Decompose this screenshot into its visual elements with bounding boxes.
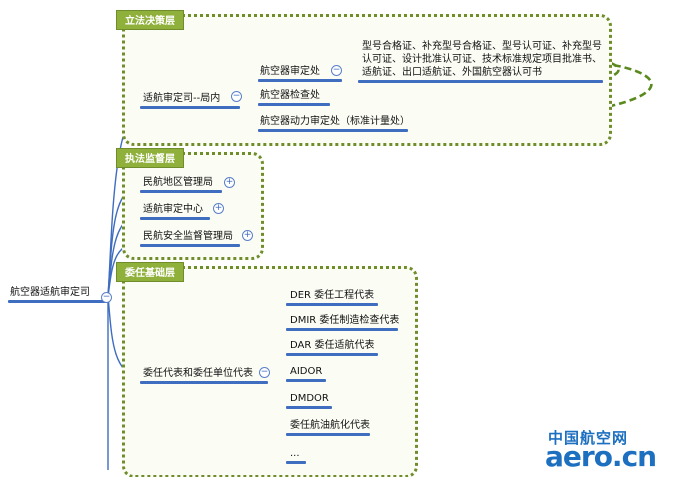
supervision-item-0-underline	[140, 190, 222, 193]
delegation-child-3-underline	[286, 379, 326, 382]
legislative-child-1-underline	[258, 103, 330, 106]
delegation-tag: 委任基础层	[116, 262, 184, 282]
legislative-child-0-underline	[258, 79, 342, 82]
legislative-child-1[interactable]: 航空器检查处	[260, 90, 320, 101]
legislative-child-2[interactable]: 航空器动力审定处（标准计量处）	[260, 116, 410, 127]
delegation-child-1-underline	[286, 328, 398, 331]
legislative-node[interactable]: 适航审定司--局内	[143, 93, 221, 104]
delegation-node-underline	[140, 381, 268, 384]
delegation-child-3[interactable]: AIDOR	[290, 366, 323, 377]
delegation-child-1[interactable]: DMIR 委任制造检查代表	[290, 315, 400, 326]
delegation-child-4-underline	[286, 406, 332, 409]
supervision-frame	[122, 152, 264, 260]
supervision-item-1-underline	[140, 217, 210, 220]
certificate-note: 型号合格证、补充型号合格证、型号认可证、补充型号认可证、设计批准认可证、技术标准…	[362, 41, 602, 78]
watermark-en: aero.cn	[545, 440, 657, 473]
supervision-item-1[interactable]: 适航审定中心	[143, 204, 203, 215]
root-underline	[8, 300, 108, 303]
supervision-item-2-expand-icon[interactable]: +	[242, 230, 253, 241]
watermark-cn: 中国航空网	[548, 429, 629, 447]
supervision-item-0-expand-icon[interactable]: +	[224, 177, 235, 188]
legislative-child-2-underline	[258, 129, 408, 132]
legislative-collapse-icon[interactable]: −	[231, 91, 242, 102]
legislative-node-underline	[140, 106, 240, 109]
delegation-child-6[interactable]: ...	[290, 448, 300, 459]
supervision-item-2-underline	[140, 244, 240, 247]
legislative-child-0[interactable]: 航空器审定处	[260, 66, 320, 77]
delegation-child-4[interactable]: DMDOR	[290, 393, 329, 404]
delegation-child-5[interactable]: 委任航油航化代表	[290, 420, 370, 431]
delegation-frame	[122, 266, 418, 477]
delegation-child-6-underline	[286, 461, 306, 464]
supervision-item-2[interactable]: 民航安全监督管理局	[143, 231, 233, 242]
legislative-child-0-collapse-icon[interactable]: −	[331, 65, 342, 76]
delegation-child-0-underline	[286, 303, 378, 306]
delegation-child-2-underline	[286, 353, 378, 356]
supervision-tag: 执法监督层	[116, 148, 184, 168]
delegation-node[interactable]: 委任代表和委任单位代表	[143, 368, 253, 379]
supervision-item-0[interactable]: 民航地区管理局	[143, 177, 213, 188]
root-node[interactable]: 航空器适航审定司	[10, 287, 90, 298]
delegation-child-5-underline	[286, 433, 370, 436]
certificate-note-underline	[358, 80, 603, 83]
supervision-item-1-expand-icon[interactable]: +	[213, 203, 224, 214]
legislative-tag: 立法决策层	[116, 10, 184, 30]
root-collapse-icon[interactable]: −	[101, 292, 112, 303]
delegation-child-2[interactable]: DAR 委任适航代表	[290, 340, 375, 351]
delegation-collapse-icon[interactable]: −	[259, 367, 270, 378]
delegation-child-0[interactable]: DER 委任工程代表	[290, 290, 375, 301]
